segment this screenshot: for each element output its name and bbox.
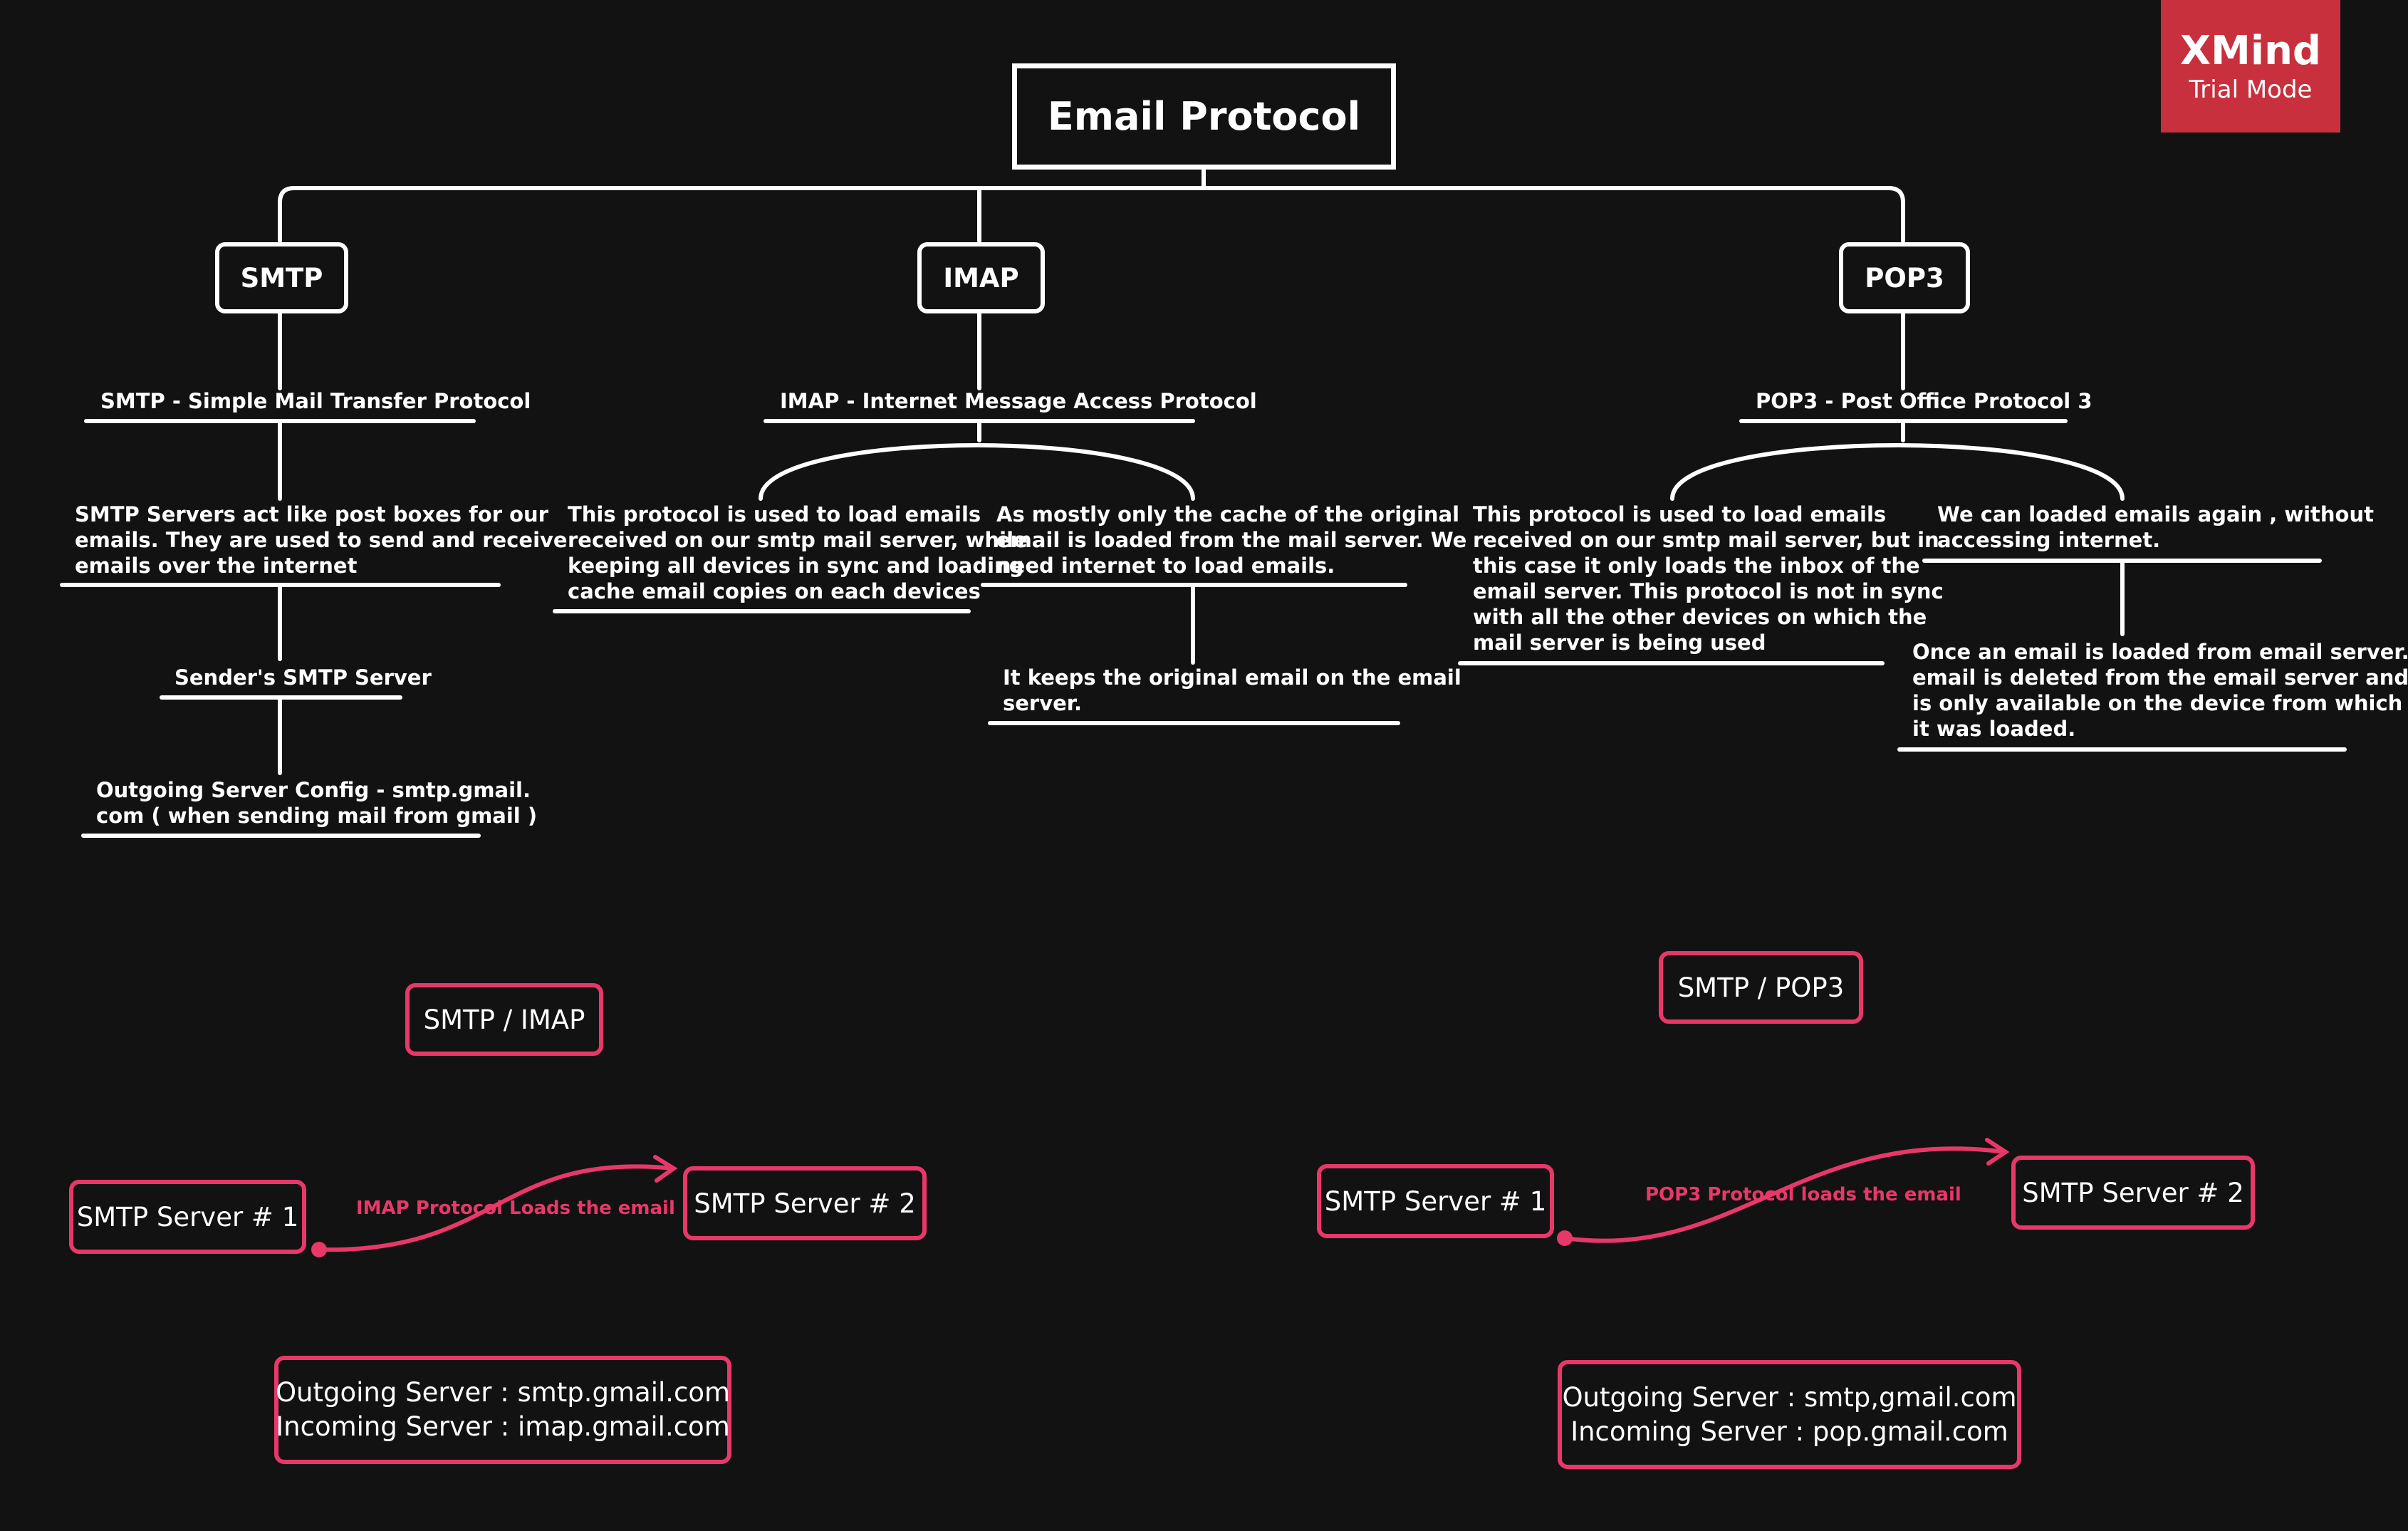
- imap-node[interactable]: IMAP: [917, 242, 1045, 313]
- smtp-label: SMTP: [240, 262, 323, 294]
- text-line: email server. This protocol is not in sy…: [1473, 579, 1944, 603]
- smtp-pop3-title[interactable]: SMTP / POP3: [1659, 951, 1863, 1024]
- imap-sync-description[interactable]: This protocol is used to load emails rec…: [568, 502, 1028, 604]
- text-line: Outgoing Server Config - smtp.gmail.: [96, 778, 531, 802]
- xmind-trial-badge: XMind Trial Mode: [2161, 0, 2340, 133]
- text-line: cache email copies on each devices: [568, 579, 981, 603]
- smtp-node[interactable]: SMTP: [215, 242, 348, 313]
- outgoing-server: Outgoing Server : smtp,gmail.com: [1562, 1381, 2017, 1413]
- imap-keeps-original[interactable]: It keeps the original email on the email…: [1003, 665, 1461, 716]
- pop3-full-name[interactable]: POP3 - Post Office Protocol 3: [1756, 389, 2092, 413]
- imap-cache-description[interactable]: As mostly only the cache of the original…: [996, 502, 1466, 578]
- server-label: SMTP Server # 1: [1324, 1185, 1547, 1217]
- imap-smtp-server-1[interactable]: SMTP Server # 1: [69, 1180, 306, 1254]
- text-line: is only available on the device from whi…: [1912, 691, 2403, 715]
- pop3-offline-description[interactable]: We can loaded emails again , without acc…: [1937, 502, 2374, 553]
- text-line: mail server is being used: [1473, 630, 1766, 655]
- incoming-server: Incoming Server : imap.gmail.com: [276, 1411, 730, 1442]
- pop3-label: POP3: [1865, 262, 1944, 294]
- text-line: server.: [1003, 691, 1082, 715]
- imap-arrow-label[interactable]: IMAP Protocol Loads the email: [356, 1198, 675, 1219]
- text-line: keeping all devices in sync and loading: [568, 554, 1024, 578]
- pop3-inbox-description[interactable]: This protocol is used to load emails rec…: [1473, 502, 1944, 655]
- text-line: This protocol is used to load emails: [1473, 502, 1887, 526]
- smtp-full-name[interactable]: SMTP - Simple Mail Transfer Protocol: [100, 389, 531, 413]
- text-line: Once an email is loaded from email serve…: [1912, 640, 2408, 664]
- imap-server-config[interactable]: Outgoing Server : smtp.gmail.com Incomin…: [274, 1356, 731, 1464]
- server-label: SMTP Server # 1: [76, 1201, 299, 1232]
- text-line: need internet to load emails.: [996, 554, 1335, 578]
- text-line: com ( when sending mail from gmail ): [96, 804, 538, 828]
- text-line: This protocol is used to load emails: [568, 502, 981, 526]
- smtp-imap-title-text: SMTP / IMAP: [423, 1004, 585, 1035]
- text-line: with all the other devices on which the: [1473, 605, 1927, 629]
- text-line: this case it only loads the inbox of the: [1473, 554, 1920, 578]
- text-line: received on our smtp mail server, but in: [1473, 528, 1939, 552]
- pop3-arrow-label[interactable]: POP3 Protocol loads the email: [1645, 1184, 1961, 1205]
- sender-smtp-server[interactable]: Sender's SMTP Server: [174, 665, 432, 690]
- smtp-imap-title[interactable]: SMTP / IMAP: [405, 983, 603, 1056]
- server-label: SMTP Server # 2: [694, 1188, 916, 1219]
- root-topic[interactable]: Email Protocol: [1012, 63, 1396, 170]
- smtp-pop3-title-text: SMTP / POP3: [1677, 972, 1845, 1003]
- trial-mode-text: Trial Mode: [2189, 76, 2313, 104]
- pop3-smtp-server-1[interactable]: SMTP Server # 1: [1317, 1164, 1554, 1238]
- pop3-deleted-description[interactable]: Once an email is loaded from email serve…: [1912, 639, 2408, 742]
- text-line: email is loaded from the mail server. We: [996, 528, 1467, 552]
- text-line: emails. They are used to send and receiv…: [75, 528, 568, 552]
- server-label: SMTP Server # 2: [2022, 1177, 2244, 1208]
- text-line: received on our smtp mail server, while: [568, 528, 1028, 552]
- outgoing-server: Outgoing Server : smtp.gmail.com: [275, 1377, 731, 1408]
- root-title: Email Protocol: [1047, 94, 1361, 139]
- text-line: As mostly only the cache of the original: [996, 502, 1460, 526]
- text-line: it was loaded.: [1912, 717, 2076, 741]
- text-line: accessing internet.: [1937, 528, 2161, 552]
- text-line: emails over the internet: [75, 554, 358, 578]
- imap-smtp-server-2[interactable]: SMTP Server # 2: [683, 1166, 927, 1240]
- text-line: SMTP Servers act like post boxes for our: [75, 502, 548, 526]
- text-line: We can loaded emails again , without: [1937, 502, 2374, 526]
- pop3-server-config[interactable]: Outgoing Server : smtp,gmail.com Incomin…: [1558, 1360, 2021, 1469]
- smtp-outgoing-config[interactable]: Outgoing Server Config - smtp.gmail. com…: [96, 777, 537, 829]
- imap-label: IMAP: [943, 262, 1019, 294]
- text-line: email is deleted from the email server a…: [1912, 665, 2408, 690]
- incoming-server: Incoming Server : pop.gmail.com: [1570, 1416, 2008, 1447]
- pop3-node[interactable]: POP3: [1839, 242, 1970, 313]
- xmind-logo-text: XMind: [2179, 28, 2322, 74]
- imap-full-name[interactable]: IMAP - Internet Message Access Protocol: [780, 389, 1257, 413]
- text-line: It keeps the original email on the email: [1003, 665, 1461, 690]
- pop3-smtp-server-2[interactable]: SMTP Server # 2: [2011, 1156, 2255, 1230]
- smtp-description[interactable]: SMTP Servers act like post boxes for our…: [75, 502, 568, 578]
